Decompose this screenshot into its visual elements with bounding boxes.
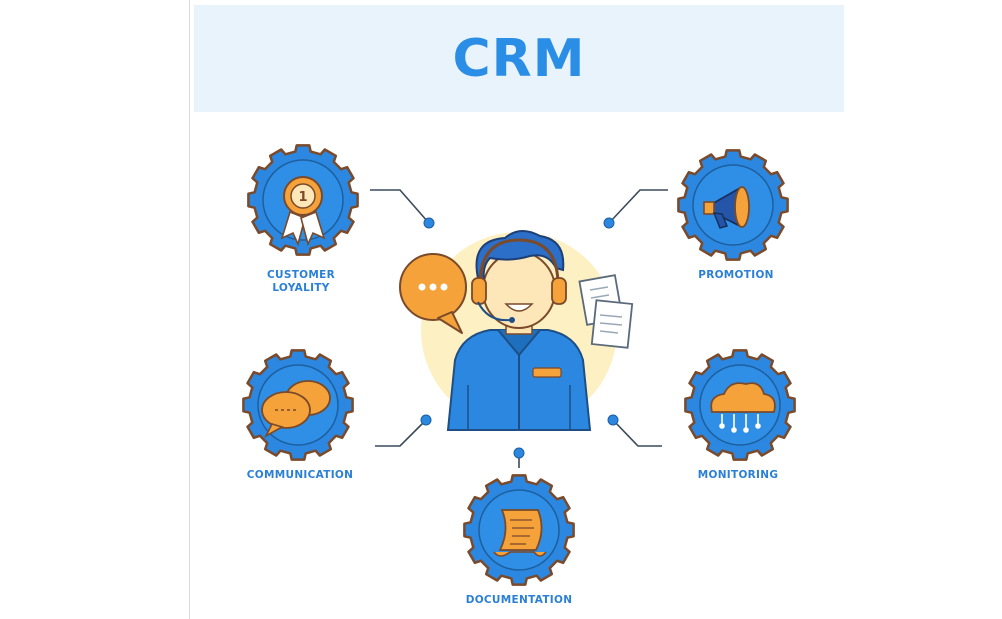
cloud-network-icon	[710, 382, 776, 433]
title-banner: CRM	[194, 5, 844, 112]
connector-monitoring	[612, 419, 662, 447]
connector-customer-loyality	[370, 189, 429, 223]
page-edge-divider	[189, 0, 190, 619]
connector-dot	[513, 447, 525, 459]
label-promotion: PROMOTION	[680, 269, 792, 282]
label-line: LOYALITY	[272, 282, 330, 294]
connector-dot	[420, 414, 432, 426]
headset-icon	[478, 238, 560, 286]
label-documentation: DOCUMENTATION	[459, 594, 579, 607]
label-monitoring: MONITORING	[682, 469, 794, 482]
label-line: DOCUMENTATION	[465, 594, 573, 606]
agent-smile	[504, 303, 534, 312]
label-communication: COMMUNICATION	[240, 469, 360, 482]
connector-dots	[420, 217, 619, 459]
label-line: CUSTOMER	[267, 269, 335, 281]
speech-bubble-icon	[399, 253, 467, 334]
chat-bubbles-icon	[261, 380, 331, 438]
center-agent-figure	[399, 230, 634, 431]
scroll-document-icon	[493, 509, 547, 557]
label-customer-loyality: CUSTOMER LOYALITY	[250, 269, 352, 295]
documents-icon	[578, 274, 634, 349]
label-line: PROMOTION	[698, 269, 774, 281]
label-line: MONITORING	[697, 469, 779, 481]
page-title: CRM	[452, 28, 586, 89]
connector-promotion	[609, 189, 668, 223]
connector-dot	[423, 217, 435, 229]
agent-head	[482, 251, 556, 329]
label-line: COMMUNICATION	[246, 469, 354, 481]
connector-dot	[603, 217, 615, 229]
connector-dot	[607, 414, 619, 426]
agent-name-tag	[532, 367, 562, 378]
award-ribbon-icon: 1	[280, 176, 326, 247]
megaphone-icon	[703, 186, 750, 229]
award-number: 1	[298, 190, 307, 205]
connector-communication	[375, 419, 427, 447]
